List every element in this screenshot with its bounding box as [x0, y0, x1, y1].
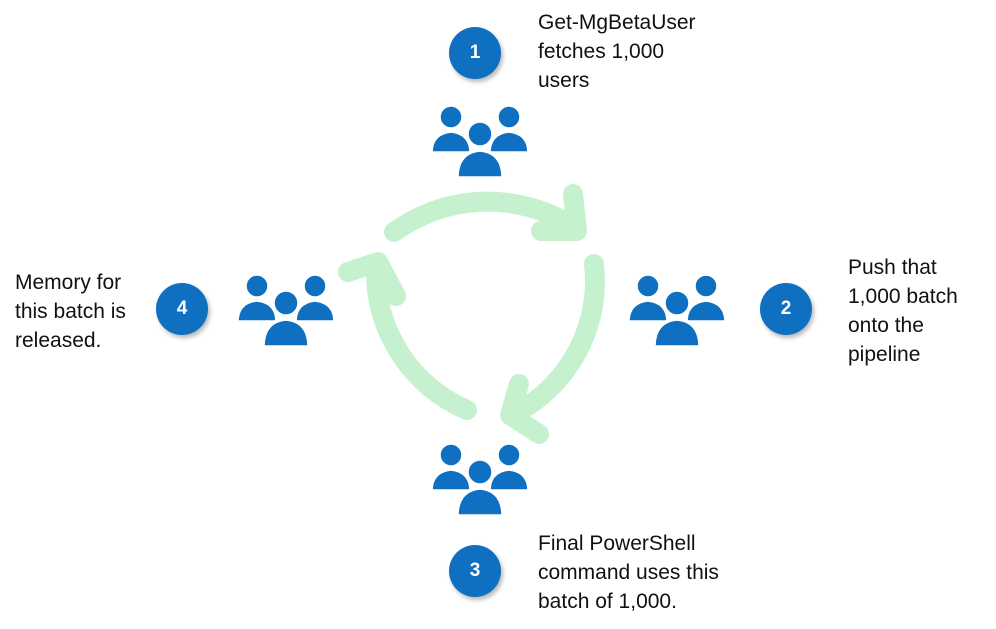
- step-1-text: Get-MgBetaUser fetches 1,000 users: [538, 11, 696, 92]
- step-3-text: Final PowerShell command uses this batch…: [538, 532, 719, 613]
- cycle-arrow-right: [508, 254, 605, 422]
- cycle-arrowhead-left: [338, 252, 406, 306]
- step-4-badge: 4: [156, 283, 208, 335]
- step-3-badge: 3: [449, 545, 501, 597]
- step-2-text: Push that 1,000 batch onto the pipeline: [848, 256, 958, 366]
- step-4-number: 4: [176, 298, 188, 319]
- step-1-number: 1: [469, 42, 481, 63]
- step-2-number: 2: [780, 298, 792, 319]
- users-group-icon: [234, 269, 338, 351]
- step-4-text: Memory for this batch is released.: [15, 271, 126, 352]
- cycle-arrowhead-right: [500, 374, 549, 444]
- step-2-badge: 2: [760, 283, 812, 335]
- cycle-arrow-top: [384, 191, 581, 242]
- cycle-arrowhead-top: [531, 184, 587, 241]
- step-3-number: 3: [469, 560, 481, 581]
- users-group-icon: [428, 438, 532, 520]
- cycle-arrow-left: [365, 260, 477, 420]
- users-group-icon: [428, 100, 532, 182]
- step-1-badge: 1: [449, 27, 501, 79]
- users-group-icon: [625, 269, 729, 351]
